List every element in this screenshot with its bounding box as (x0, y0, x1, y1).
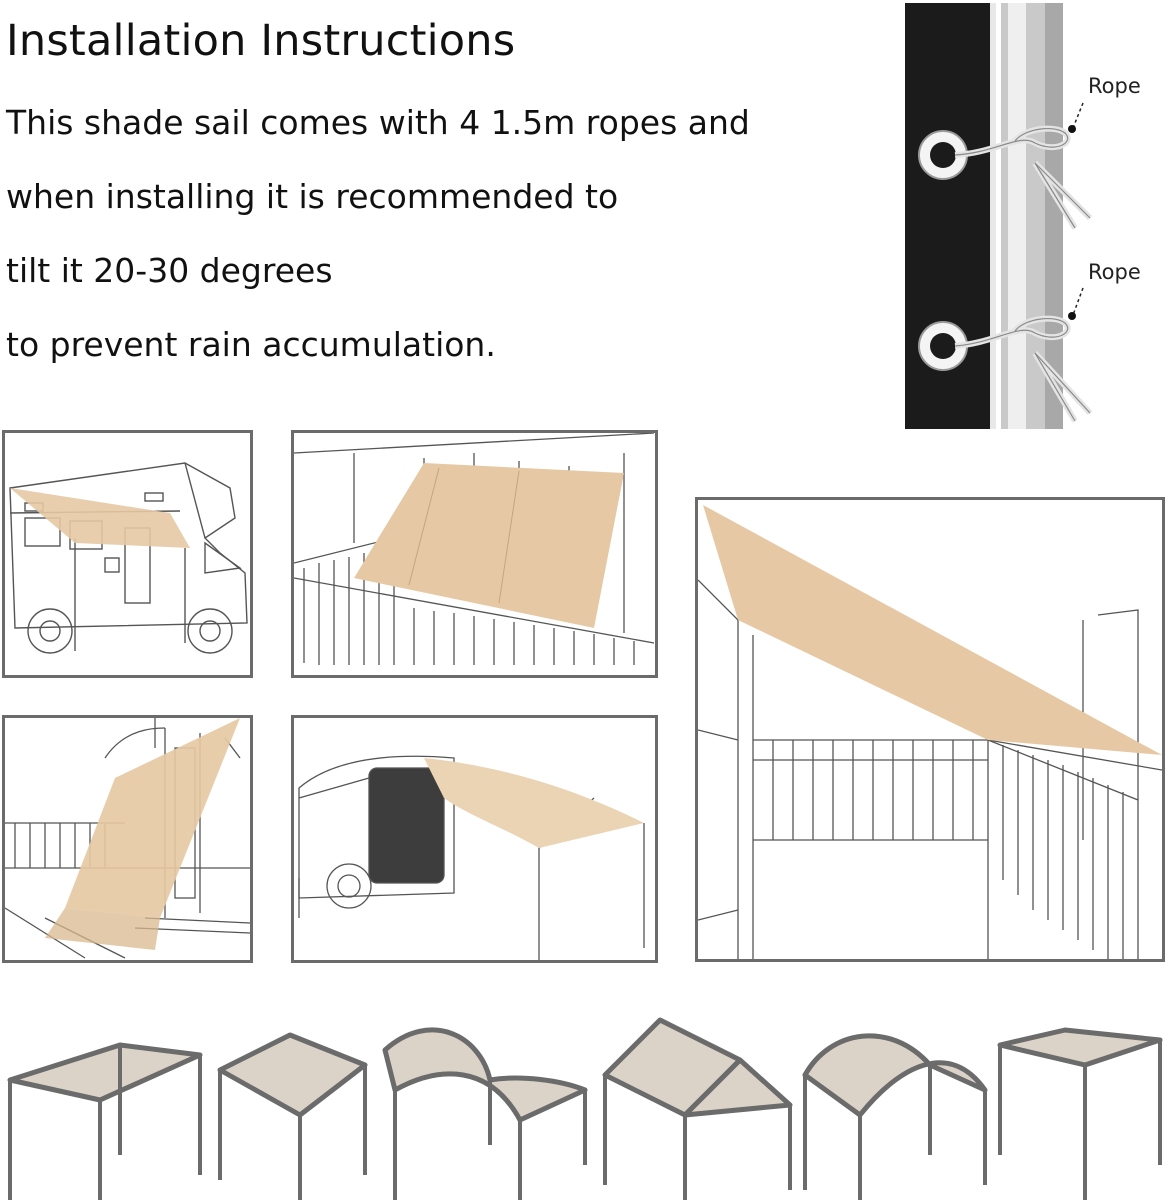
sail-shape (424, 758, 644, 848)
instruction-line-2: when installing it is recommended to (6, 177, 619, 216)
illustration-van-side-awning (291, 715, 658, 963)
instruction-line-1: This shade sail comes with 4 1.5m ropes … (6, 103, 750, 142)
illustration-motorhome-awning (2, 430, 253, 678)
sail-shape (703, 505, 1162, 755)
sail-shape (354, 463, 624, 628)
illustration-doorway-balcony-sail (2, 715, 253, 963)
rope-label-bottom: Rope (1088, 260, 1141, 284)
canopy-wave (382, 1027, 588, 1123)
canopy-flat-tilted (217, 1032, 368, 1118)
page-title: Installation Instructions (6, 16, 516, 66)
illustration-balcony-rail-screen (291, 430, 658, 678)
canopy-arch (802, 1033, 988, 1118)
illustration-balcony-tilted-overhead (695, 497, 1165, 962)
sail-shape (65, 718, 240, 918)
instruction-line-4: to prevent rain accumulation. (6, 325, 496, 364)
canopy-flat-small (997, 1027, 1163, 1068)
canopy-shapes-row (0, 1005, 1169, 1200)
instruction-line-3: tilt it 20-30 degrees (6, 251, 333, 290)
canopy-flat-square (7, 1042, 203, 1103)
rope-label-top: Rope (1088, 74, 1141, 98)
rope-detail-illustration: Rope Rope (905, 3, 1160, 429)
sail-shape (10, 488, 190, 548)
